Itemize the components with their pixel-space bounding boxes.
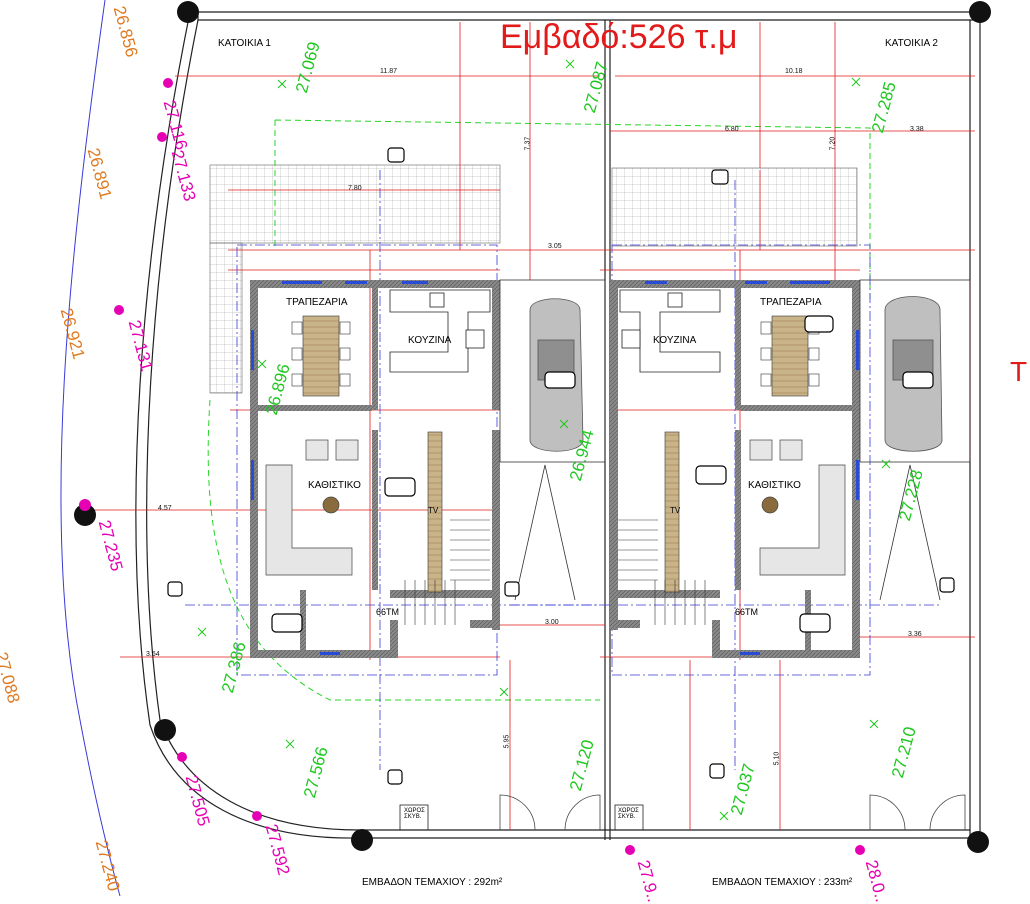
dimension-label: 3.36 (908, 631, 922, 638)
house-1-bin: ΧΩΡΟΣ ΣΚΥΒ. (404, 808, 425, 820)
dimension-label: 11.87 (380, 68, 397, 75)
windows (251, 281, 859, 655)
dimension-label: 7.20 (829, 136, 837, 151)
house-1-label: ΚΑΤΟΙΚΙΑ 1 (218, 38, 271, 49)
survey-black-nodes (74, 1, 991, 853)
carport-ramps (499, 279, 971, 601)
house-2-label: ΚΑΤΟΙΚΙΑ 2 (885, 38, 938, 49)
dimension-label: 3.05 (548, 243, 562, 250)
survey-green-marks (197, 59, 891, 821)
house-2-area-label: 66ΤΜ (735, 607, 759, 617)
house-1-area-label: 66ΤΜ (376, 607, 400, 617)
dimension-label: 10.18 (785, 68, 803, 75)
dimension-label: 3.38 (910, 126, 924, 133)
sofas (265, 439, 846, 576)
dimension-label: 5.95 (503, 734, 511, 749)
house-2-tv: TV (670, 506, 681, 515)
house-1-living: ΚΑΘΙΣΤΙΚΟ (308, 480, 361, 491)
pergola-1 (209, 164, 501, 244)
house-1-kitchen: ΚΟΥΖΙΝΑ (408, 335, 452, 346)
dining-tables (291, 315, 820, 397)
stairs (404, 431, 706, 625)
dimension-label: 7.37 (524, 136, 532, 151)
area-title: Εμβαδό:526 τ.μ (500, 18, 738, 56)
survey-line (60, 0, 121, 896)
pergola-2 (611, 167, 858, 247)
house-2-bin: ΧΩΡΟΣ ΣΚΥΒ. (618, 808, 639, 820)
house-2-dining: ΤΡΑΠΕΖΑΡΙΑ (760, 297, 822, 308)
dimension-label: 4.57 (158, 505, 172, 512)
house-1-tv: TV (428, 506, 439, 515)
light-symbols (167, 147, 955, 785)
house-1-dining: ΤΡΑΠΕΖΑΡΙΑ (286, 297, 348, 308)
survey-pink-points (79, 78, 865, 855)
dimension-label: 7.80 (348, 185, 362, 192)
cut-marker: Τ (1010, 356, 1028, 387)
house-2-plot-area: ΕΜΒΑΔΟΝ ΤΕΜΑΧΙΟΥ : 233m² (712, 877, 853, 888)
dimension-label: 6.80 (725, 126, 739, 133)
garden-doors (399, 794, 966, 831)
dimension-label: 3.54 (146, 651, 160, 658)
dimension-label: 5.10 (773, 751, 781, 766)
kitchen-counters (389, 289, 721, 373)
green-dashed-outline (207, 119, 871, 701)
house-2-kitchen: ΚΟΥΖΙΝΑ (653, 335, 697, 346)
dimension-label: 3.00 (545, 619, 559, 626)
house-2-living: ΚΑΘΙΣΤΙΚΟ (748, 480, 801, 491)
house-1-plot-area: ΕΜΒΑΔΟΝ ΤΕΜΑΧΙΟΥ : 292m² (362, 877, 503, 888)
